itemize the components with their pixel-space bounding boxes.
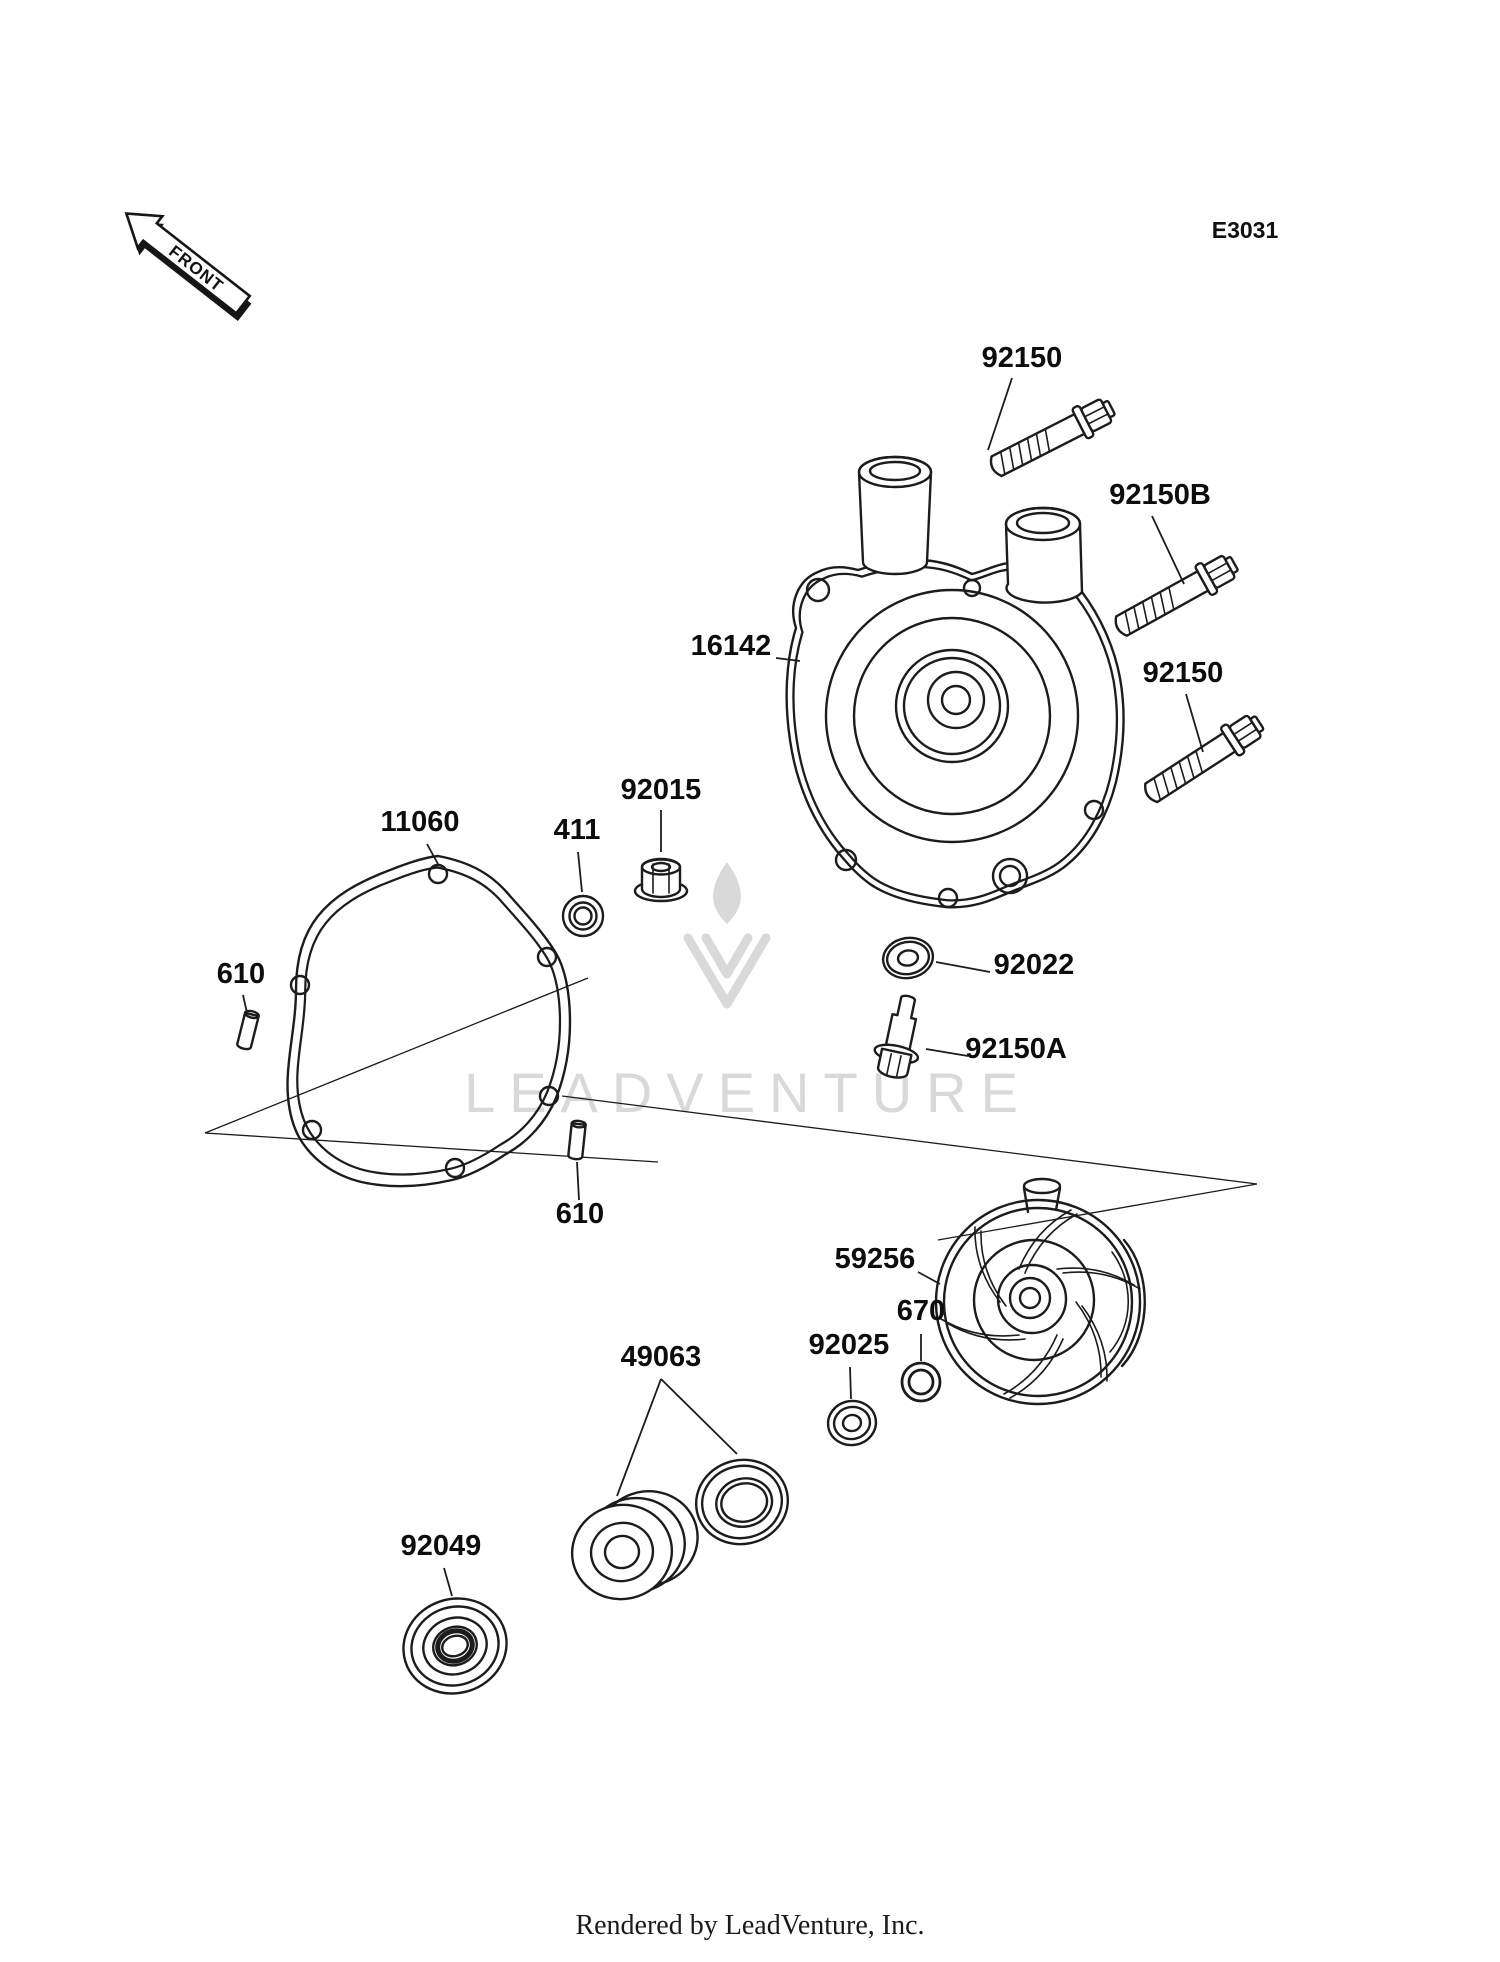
leader-92150b [1151, 515, 1185, 585]
watermark-chevron-icon [683, 933, 771, 1009]
nut-92015-drawing [633, 857, 689, 903]
leader-59256 [917, 1271, 941, 1285]
callout-92015[interactable]: 92015 [621, 774, 702, 806]
leader-411 [577, 851, 583, 893]
leader-610-lower [576, 1161, 580, 1201]
leader-92025 [849, 1366, 852, 1400]
watermark-chevron-inner-icon [701, 933, 753, 979]
seal-92025-drawing [826, 1399, 878, 1447]
callout-92150a[interactable]: 92150A [965, 1033, 1067, 1065]
leader-16142 [775, 657, 801, 662]
water-pump-cover-16142-drawing [785, 455, 1125, 909]
leader-49063-left [616, 1378, 662, 1497]
callout-92150b[interactable]: 92150B [1109, 479, 1211, 511]
dowel-pin-610-left-drawing [235, 1008, 261, 1052]
leader-610-left [242, 994, 248, 1014]
leader-92022 [935, 961, 991, 973]
bearing-92049-drawing [402, 1597, 508, 1695]
washer-92022-drawing [881, 936, 935, 980]
watermark-text: LEADVENTURE [464, 1061, 1032, 1124]
leader-11060 [426, 843, 439, 865]
cover-pipe-left [857, 455, 933, 576]
callout-11060[interactable]: 11060 [380, 806, 459, 838]
callout-610-left[interactable]: 610 [217, 958, 265, 990]
impeller-59256-drawing [934, 1177, 1146, 1406]
callout-670[interactable]: 670 [897, 1295, 945, 1327]
callout-59256[interactable]: 59256 [835, 1243, 916, 1275]
callout-411[interactable]: 411 [554, 814, 601, 846]
callout-16142[interactable]: 16142 [691, 630, 772, 662]
front-direction-arrow: FRONT [124, 212, 252, 321]
callout-92025[interactable]: 92025 [809, 1329, 890, 1361]
watermark-flame-icon [713, 862, 741, 924]
gasket-11060-drawing [286, 854, 572, 1188]
callout-92150-right[interactable]: 92150 [1143, 657, 1224, 689]
mech-seal-49063-body-drawing [570, 1490, 699, 1601]
bolt-92150a-drawing [873, 994, 920, 1079]
callout-49063[interactable]: 49063 [621, 1341, 702, 1373]
leader-92049 [443, 1567, 453, 1597]
diagram-code: E3031 [1212, 217, 1279, 243]
footer-credit: Rendered by LeadVenture, Inc. [575, 1910, 924, 1941]
o-ring-670-drawing [900, 1361, 942, 1403]
callout-610-lower[interactable]: 610 [556, 1198, 604, 1230]
callout-92049[interactable]: 92049 [401, 1530, 482, 1562]
mech-seal-49063-seat-drawing [694, 1458, 790, 1546]
washer-411-drawing [561, 894, 605, 938]
front-arrow-banner [124, 212, 252, 316]
callout-92150-top[interactable]: 92150 [982, 342, 1063, 374]
bolt-92150-right-drawing [1137, 707, 1271, 811]
leader-92150-top [987, 377, 1013, 451]
bolt-92150-top-drawing [983, 391, 1121, 485]
bolt-92150b-drawing [1108, 547, 1244, 645]
dowel-pin-610-lower-drawing [566, 1118, 588, 1162]
callout-92022[interactable]: 92022 [994, 949, 1075, 981]
leader-92150a [925, 1048, 969, 1057]
leader-49063-right [660, 1378, 738, 1455]
leader-92150-right [1185, 693, 1204, 753]
